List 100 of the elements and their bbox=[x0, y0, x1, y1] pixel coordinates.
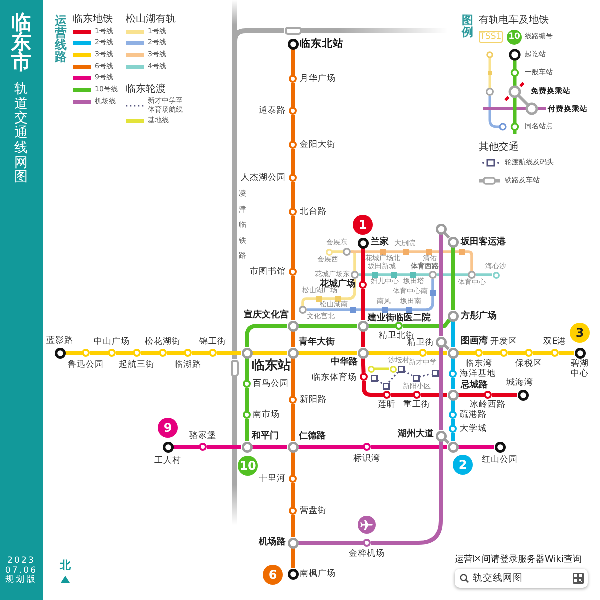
route-line bbox=[351, 250, 380, 254]
route-line bbox=[416, 274, 429, 276]
legend-heading: 临东地铁 bbox=[73, 15, 113, 25]
railway-station-icon bbox=[284, 27, 302, 35]
route-line bbox=[403, 319, 452, 328]
route-line bbox=[174, 445, 199, 449]
ferry-route bbox=[377, 380, 383, 384]
station-name: 蓝影路 bbox=[46, 336, 74, 346]
route-line bbox=[559, 351, 574, 355]
station-name: 大学城 bbox=[460, 424, 487, 434]
station-name: 兰家 bbox=[371, 238, 389, 248]
station-name: 建业街临医二院 bbox=[368, 314, 431, 323]
route-line bbox=[371, 445, 448, 449]
route-line bbox=[371, 442, 443, 545]
north-label: 北 bbox=[60, 560, 71, 571]
station-name: 人杰湖公园 bbox=[241, 174, 286, 182]
station-name: 开发区 bbox=[490, 338, 518, 346]
station-name: 冰岭西路 bbox=[470, 400, 506, 410]
transfer-link bbox=[444, 232, 450, 239]
route-line bbox=[291, 83, 295, 107]
route-line bbox=[322, 298, 335, 300]
route-line bbox=[332, 250, 343, 254]
section-heading: 运营线路 bbox=[54, 15, 68, 63]
station-name: 临东北站 bbox=[300, 38, 344, 50]
route-line bbox=[451, 400, 455, 411]
station-name: 金阳大街 bbox=[300, 140, 336, 150]
route-line bbox=[451, 433, 455, 442]
route-line bbox=[439, 348, 443, 430]
station-name: 图画湾 bbox=[461, 338, 488, 346]
route-line bbox=[307, 308, 350, 312]
route-line bbox=[508, 351, 525, 355]
station-name: 疏港路 bbox=[460, 410, 487, 420]
route-line bbox=[245, 358, 249, 380]
line-number-badge: 10 bbox=[238, 456, 258, 476]
route-line bbox=[167, 351, 184, 355]
route-line bbox=[458, 351, 475, 355]
line-number-badge: 1 bbox=[353, 215, 373, 235]
route-line bbox=[451, 248, 455, 310]
route-line bbox=[291, 483, 295, 507]
station-name: 临东湾 bbox=[466, 360, 492, 368]
route-line bbox=[361, 248, 365, 281]
station-name: 忌城路 bbox=[461, 382, 488, 390]
station-name: 百鸟公园 bbox=[253, 380, 289, 388]
route-line bbox=[388, 308, 406, 312]
station-name: 仁德路 bbox=[299, 432, 326, 442]
station-name: 北台路 bbox=[300, 208, 327, 216]
station-name: 重工街 bbox=[404, 400, 430, 410]
route-line bbox=[427, 351, 448, 355]
station-name: 鲁迅公园 bbox=[68, 360, 104, 370]
station-name: 和平门 bbox=[252, 432, 279, 442]
route-line bbox=[291, 50, 295, 75]
route-line bbox=[291, 115, 295, 141]
route-line bbox=[302, 298, 316, 306]
station-name: 方彤广场 bbox=[461, 312, 497, 322]
route-line bbox=[192, 351, 209, 355]
station-name: 松花湖街 bbox=[145, 338, 181, 346]
station-name: 起航三街 bbox=[119, 360, 155, 370]
station-name: 十里河 bbox=[259, 474, 286, 484]
route-line bbox=[451, 358, 455, 370]
route-line bbox=[252, 445, 288, 449]
route-line bbox=[439, 234, 443, 336]
route-line bbox=[291, 332, 295, 348]
station-name: 临东体育场 bbox=[312, 374, 357, 382]
route-line bbox=[451, 419, 455, 425]
route-line bbox=[298, 541, 363, 545]
route-line bbox=[291, 182, 295, 208]
search-field: 轨交线网图 bbox=[455, 569, 588, 588]
line-number-badge: 2 bbox=[453, 455, 473, 475]
legend-heading: 临东轮渡 bbox=[126, 85, 166, 95]
station-name: 南市场 bbox=[253, 410, 280, 420]
route-line bbox=[245, 419, 249, 442]
route-line bbox=[90, 351, 108, 355]
railway-line bbox=[232, 0, 238, 360]
route-line bbox=[374, 368, 390, 370]
route-line bbox=[368, 324, 395, 328]
map-title: 临东市 bbox=[10, 12, 32, 72]
station-name: 营盘街 bbox=[300, 506, 327, 516]
station-name: 青年大街 bbox=[299, 338, 335, 348]
station-name: 标识湾 bbox=[354, 454, 380, 464]
ferry-route bbox=[404, 370, 413, 377]
station-name: 湖州大道 bbox=[398, 430, 434, 440]
route-line bbox=[359, 274, 372, 276]
legend-heading: 有轨电车及地铁 bbox=[479, 16, 549, 26]
route-line bbox=[361, 332, 365, 348]
station-name: 海洋基地 bbox=[460, 370, 496, 378]
route-line bbox=[361, 358, 366, 374]
station-name: 花城广场 bbox=[320, 280, 356, 290]
station-name: 骆家堡 bbox=[190, 432, 216, 440]
station-name: 坂田客运港 bbox=[461, 238, 506, 248]
route-line bbox=[391, 393, 413, 397]
line-number-badge: 9 bbox=[158, 418, 178, 438]
route-line bbox=[476, 274, 492, 276]
station-name: 工人村 bbox=[154, 456, 182, 466]
route-line bbox=[412, 296, 434, 312]
station-name: 宣庆文化宫 bbox=[244, 312, 289, 320]
line-number-badge: 3 bbox=[570, 323, 590, 343]
route-line bbox=[458, 445, 494, 449]
station-name: 中山广场 bbox=[94, 338, 130, 346]
station-name: 南枫广场 bbox=[300, 570, 336, 578]
route-line bbox=[362, 381, 383, 397]
